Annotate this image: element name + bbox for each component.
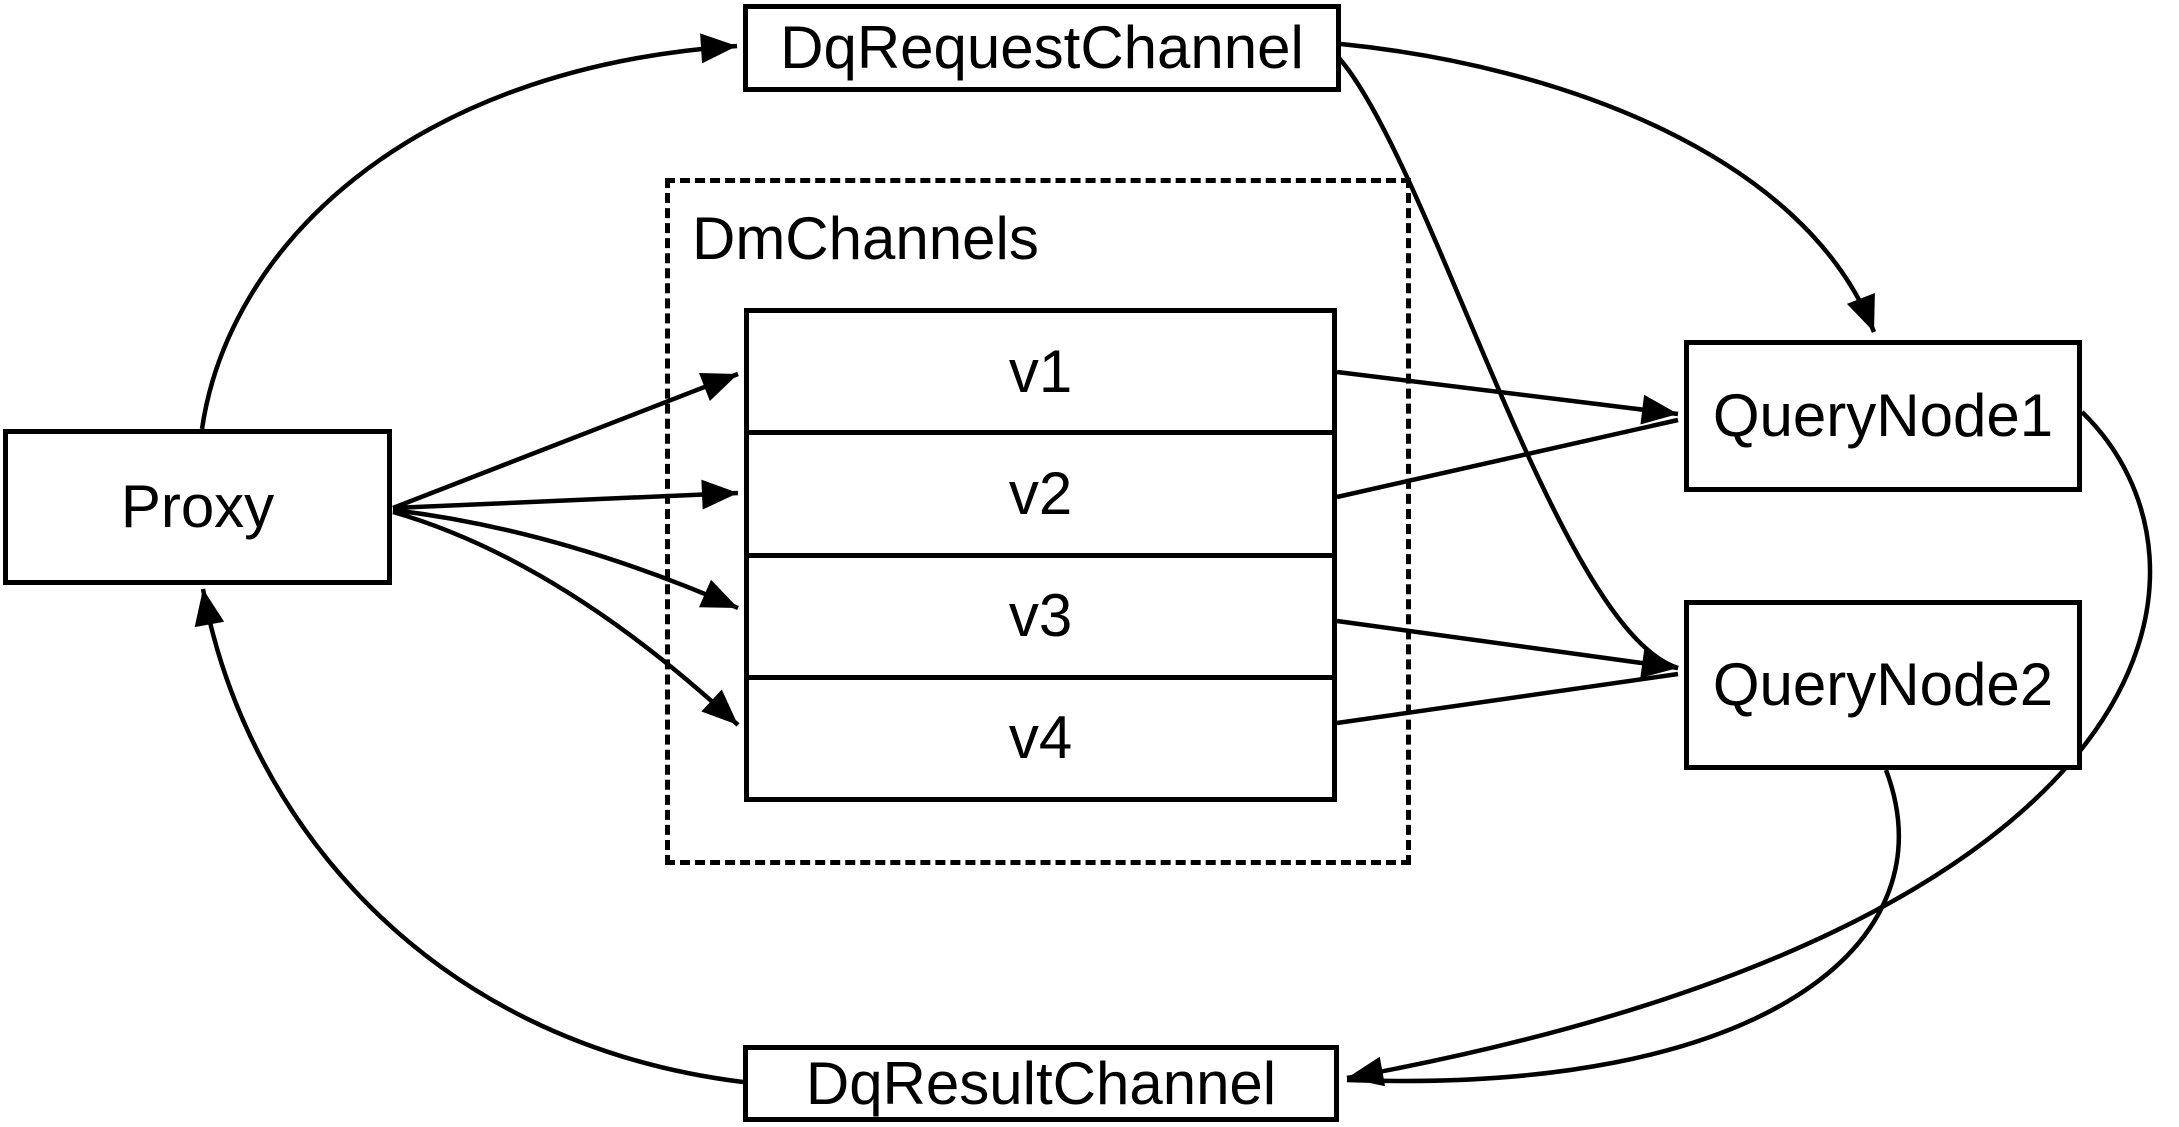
node-proxy: Proxy — [3, 429, 392, 585]
edge-v3-to-querynode2 — [1336, 618, 1679, 678]
channel-stack: v1 v2 v3 v4 — [744, 308, 1337, 802]
edge-proxy-to-dqrequestchannel — [199, 33, 738, 430]
node-query-node-1-label: QueryNode1 — [1712, 382, 2054, 449]
node-query-node-2-label: QueryNode2 — [1712, 651, 2054, 718]
edge-proxy-to-v2 — [392, 479, 739, 511]
channel-row-v2: v2 — [749, 430, 1332, 552]
node-dq-result-channel-label: DqResultChannel — [805, 1049, 1277, 1117]
edge-proxy-to-v1 — [392, 371, 739, 511]
channel-row-v4-label: v4 — [1008, 704, 1073, 772]
channel-row-v2-label: v2 — [1008, 459, 1073, 527]
edge-dqresultchannel-to-proxy — [194, 588, 744, 1085]
node-dq-request-channel-label: DqRequestChannel — [780, 14, 1304, 81]
edge-querynode2-to-dqresultchannel — [1346, 769, 1901, 1084]
node-proxy-label: Proxy — [120, 473, 275, 540]
node-dq-result-channel: DqResultChannel — [743, 1045, 1339, 1122]
group-dm-channels-label: DmChannels — [692, 205, 1039, 272]
channel-row-v1-label: v1 — [1008, 337, 1073, 405]
edge-v4-to-querynode2 — [1336, 671, 1679, 726]
edge-v1-to-querynode1 — [1336, 369, 1679, 425]
edge-querynode1-to-dqresultchannel — [1346, 410, 2153, 1087]
node-dq-request-channel: DqRequestChannel — [743, 4, 1341, 92]
channel-row-v3-label: v3 — [1008, 582, 1073, 650]
channel-row-v1: v1 — [749, 313, 1332, 430]
channel-row-v3: v3 — [749, 552, 1332, 675]
group-dm-channels: DmChannels — [665, 178, 1411, 865]
edge-v2-to-querynode1 — [1336, 417, 1679, 500]
node-query-node-2: QueryNode2 — [1684, 600, 2082, 770]
edge-proxy-to-v3 — [392, 507, 739, 611]
edge-dqrequestchannel-to-querynode2 — [1337, 56, 1679, 671]
edge-dqrequestchannel-to-querynode1 — [1340, 41, 1877, 333]
node-query-node-1: QueryNode1 — [1684, 340, 2082, 492]
edge-proxy-to-v4 — [392, 509, 740, 727]
channel-row-v4: v4 — [749, 674, 1332, 797]
